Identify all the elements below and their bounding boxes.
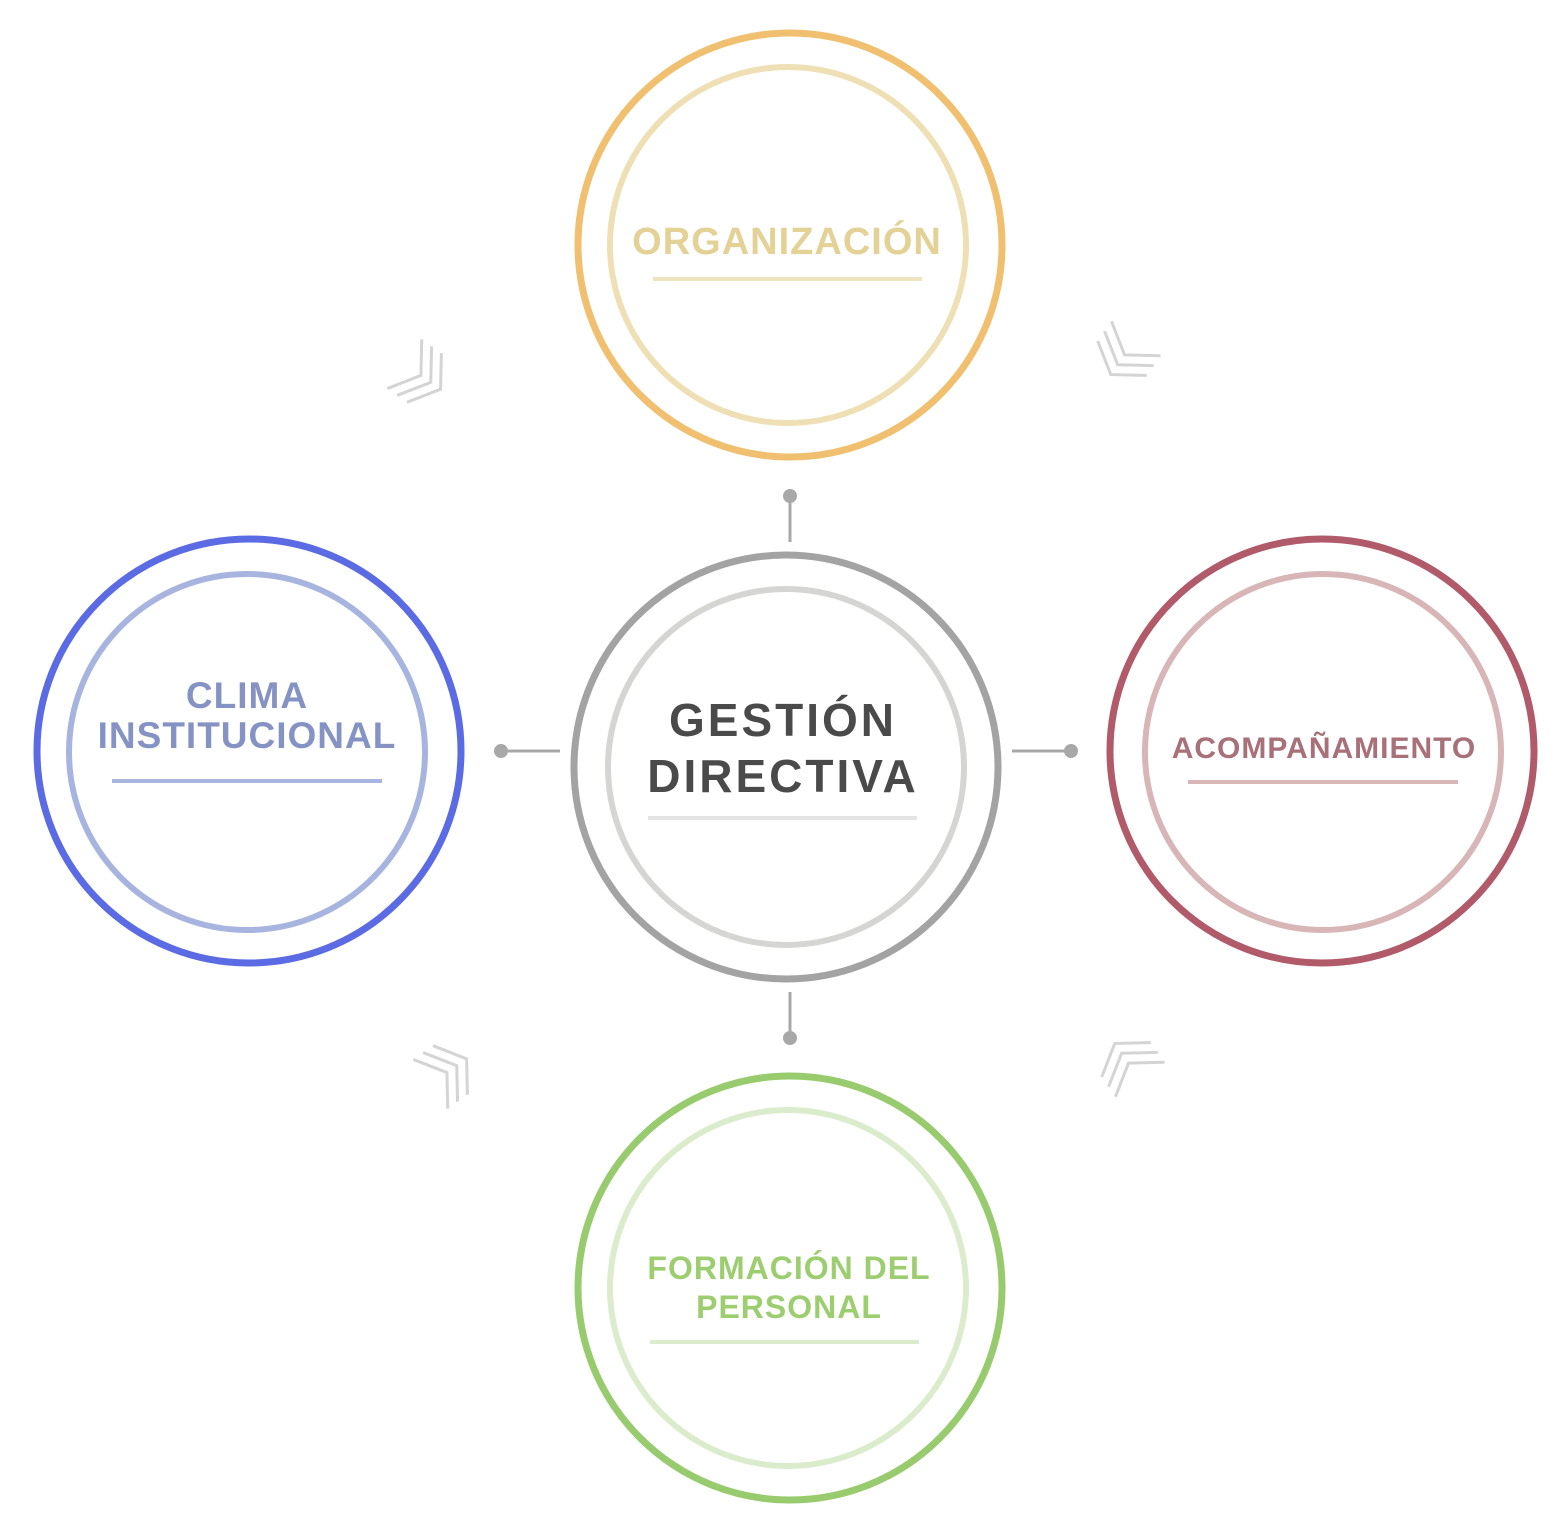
node-bottom-label: FORMACIÓN DEL PERSONAL [647,1249,930,1327]
node-left-label-line-1: CLIMA [185,675,309,716]
node-bottom-label-line-2: PERSONAL [696,1289,882,1325]
connector-right [1012,744,1078,758]
node-center-circles [570,551,1002,983]
node-top-circles [574,29,1006,461]
chevron-arrow-icon-top-right [1084,319,1163,394]
node-center-label-line-1: GESTIÓN [668,694,898,746]
chevron-arrow-icon-bottom-left [411,1032,486,1111]
chevron-arrow-icon-top-left [385,337,460,416]
node-right-label: ACOMPAÑAMIENTO [1172,731,1477,767]
connector-left [494,744,560,758]
node-bottom-label-line-1: FORMACIÓN DEL [647,1250,931,1286]
connector-top [783,489,797,542]
node-right-circles [1106,535,1538,967]
chevron-arrow-icon-bottom-right [1088,1024,1167,1099]
node-left-circles [33,535,465,967]
node-left-label-line-2: INSTITUCIONAL [97,715,397,756]
node-left-label: CLIMA INSTITUCIONAL [98,676,397,756]
node-right-label-line-1: ACOMPAÑAMIENTO [1171,732,1477,765]
node-top-label: ORGANIZACIÓN [632,220,942,264]
connector-bottom [783,992,797,1045]
node-top-label-line-1: ORGANIZACIÓN [632,221,942,263]
node-bottom-circles [574,1072,1006,1504]
connectors [494,489,1078,1045]
node-center-label: GESTIÓN DIRECTIVA [647,692,919,804]
node-circles [33,29,1538,1504]
node-center-label-line-2: DIRECTIVA [647,750,919,802]
